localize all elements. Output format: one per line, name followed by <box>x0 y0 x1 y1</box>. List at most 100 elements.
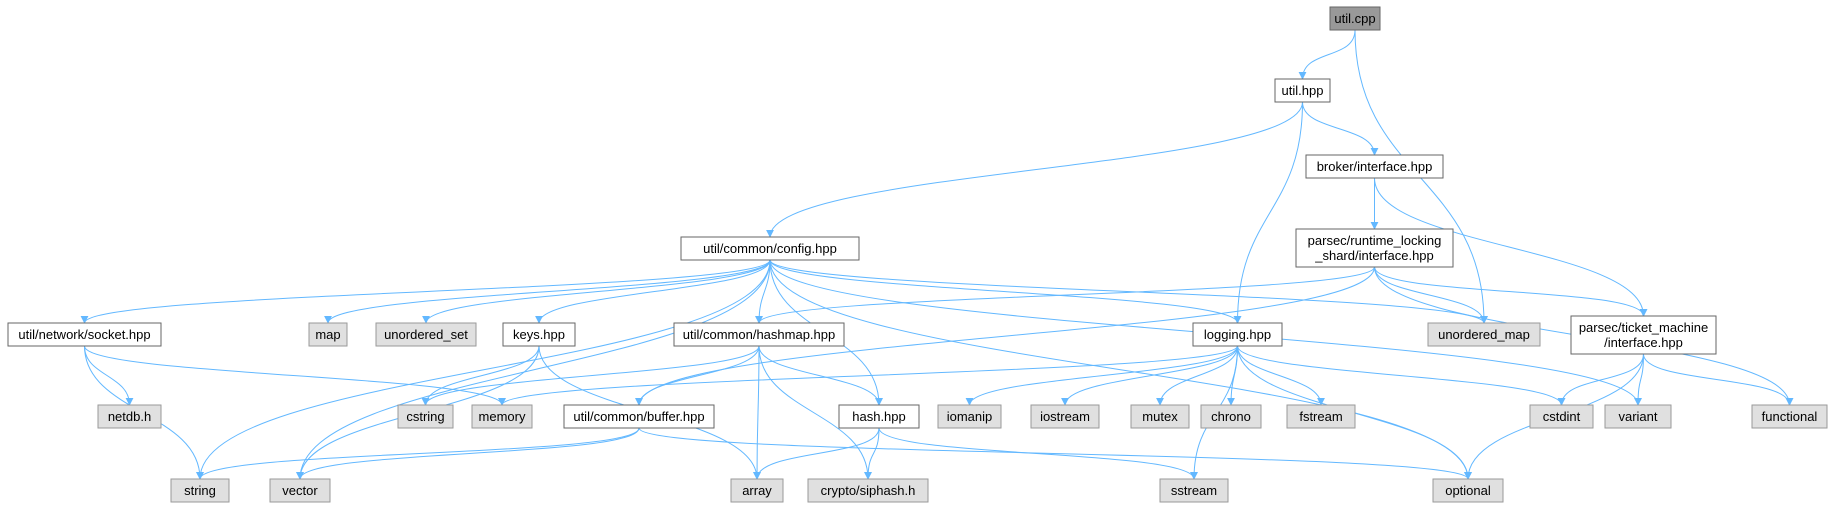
node-box <box>1130 404 1190 429</box>
edge-logging-to-mutex <box>1156 345 1238 406</box>
node-label: keys.hpp <box>513 327 565 342</box>
edge-hashmap-to-siphash <box>758 345 872 480</box>
node-box <box>269 478 331 503</box>
node-label: netdb.h <box>108 409 151 424</box>
node-box <box>170 478 230 503</box>
node-label: optional <box>1445 483 1491 498</box>
edge-buffer-to-vector <box>296 427 640 480</box>
edge-config-to-unordered_set <box>422 259 771 324</box>
node-box <box>1200 404 1262 429</box>
node-box <box>1604 404 1672 429</box>
node-label: hash.hpp <box>852 409 906 424</box>
edge-socket-to-netdb <box>84 345 134 406</box>
edge-config-to-unordered_map <box>769 259 1488 324</box>
edge-ticket-to-variant <box>1634 353 1644 406</box>
node-box <box>1570 315 1717 355</box>
node-box <box>1432 478 1504 503</box>
edge-config-to-logging <box>769 259 1242 324</box>
edge-config-to-vector <box>296 259 771 480</box>
node-config[interactable]: util/common/config.hpp <box>680 236 860 261</box>
edge-hash-to-sstream <box>878 427 1198 480</box>
node-label: logging.hpp <box>1204 327 1271 342</box>
node-box <box>1274 78 1331 103</box>
node-box <box>937 404 1002 429</box>
node-label: iostream <box>1040 409 1090 424</box>
edge-buffer-to-string <box>196 427 640 480</box>
node-buffer[interactable]: util/common/buffer.hpp <box>563 404 715 429</box>
node-box <box>1159 478 1229 503</box>
edge-hash-to-siphash <box>864 427 880 480</box>
node-logging[interactable]: logging.hpp <box>1192 322 1283 347</box>
node-siphash: crypto/siphash.h <box>807 478 929 503</box>
node-label: /interface.hpp <box>1604 335 1683 350</box>
edge-config-to-keys <box>535 259 771 324</box>
edge-ticket-to-functional <box>1643 353 1794 406</box>
node-hash[interactable]: hash.hpp <box>838 404 920 429</box>
node-label: string <box>184 483 216 498</box>
node-box <box>1030 404 1100 429</box>
edge-buffer-to-optional <box>638 427 1472 480</box>
node-box <box>1305 154 1444 179</box>
node-cstring: cstring <box>397 404 454 429</box>
node-box <box>680 236 860 261</box>
node-label: memory <box>479 409 526 424</box>
edge-config-to-hashmap <box>755 259 771 324</box>
node-variant: variant <box>1604 404 1672 429</box>
node-label: parsec/runtime_locking <box>1308 233 1442 248</box>
node-socket[interactable]: util/network/socket.hpp <box>7 322 162 347</box>
node-label: map <box>315 327 340 342</box>
node-box <box>471 404 533 429</box>
node-ticket[interactable]: parsec/ticket_machine/interface.hpp <box>1570 315 1717 355</box>
node-box <box>97 404 162 429</box>
node-box <box>1751 404 1828 429</box>
node-parsec-rls[interactable]: parsec/runtime_locking_shard/interface.h… <box>1295 228 1454 268</box>
edge-logging-to-memory <box>498 345 1238 406</box>
edge-parsec_rls-to-buffer <box>635 266 1375 406</box>
node-vector: vector <box>269 478 331 503</box>
node-box <box>1329 6 1381 31</box>
edge-util_hpp-to-logging <box>1233 101 1303 324</box>
node-memory: memory <box>471 404 533 429</box>
node-box <box>673 322 845 347</box>
node-label: cstdint <box>1543 409 1581 424</box>
edge-hashmap-to-hash <box>758 345 883 406</box>
edge-config-to-map <box>324 259 771 324</box>
edge-parsec_rls-to-unordered_map <box>1374 266 1488 324</box>
node-label: cstring <box>406 409 444 424</box>
node-cstdint: cstdint <box>1529 404 1594 429</box>
node-util-hpp[interactable]: util.hpp <box>1274 78 1331 103</box>
node-util-cpp[interactable]: util.cpp <box>1329 6 1381 31</box>
node-label: util/network/socket.hpp <box>18 327 150 342</box>
node-box <box>1286 404 1356 429</box>
edge-util_hpp-to-broker_interface <box>1302 101 1379 156</box>
node-functional: functional <box>1751 404 1828 429</box>
node-array: array <box>730 478 784 503</box>
node-box <box>1192 322 1283 347</box>
node-box <box>502 322 576 347</box>
edge-logging-to-fstream <box>1237 345 1325 406</box>
node-unordered-set: unordered_set <box>375 322 477 347</box>
node-box <box>1295 228 1454 268</box>
node-label: fstream <box>1299 409 1342 424</box>
node-box <box>7 322 162 347</box>
node-label: util.cpp <box>1334 11 1375 26</box>
node-keys[interactable]: keys.hpp <box>502 322 576 347</box>
node-label: _shard/interface.hpp <box>1314 248 1434 263</box>
node-label: vector <box>282 483 318 498</box>
edge-parsec_rls-to-ticket <box>1374 266 1648 317</box>
node-broker-interface[interactable]: broker/interface.hpp <box>1305 154 1444 179</box>
node-label: functional <box>1762 409 1818 424</box>
node-label: variant <box>1618 409 1657 424</box>
edge-config-to-string <box>196 259 771 480</box>
node-hashmap[interactable]: util/common/hashmap.hpp <box>673 322 845 347</box>
node-mutex: mutex <box>1130 404 1190 429</box>
node-label: crypto/siphash.h <box>821 483 916 498</box>
edge-hashmap-to-cstring <box>421 345 760 406</box>
node-chrono: chrono <box>1200 404 1262 429</box>
node-label: sstream <box>1171 483 1217 498</box>
node-map: map <box>308 322 348 347</box>
node-box <box>375 322 477 347</box>
edge-hashmap-to-buffer <box>635 345 760 406</box>
node-layer: util.cpp util.hpp broker/interface.hpp pars… <box>7 6 1828 503</box>
